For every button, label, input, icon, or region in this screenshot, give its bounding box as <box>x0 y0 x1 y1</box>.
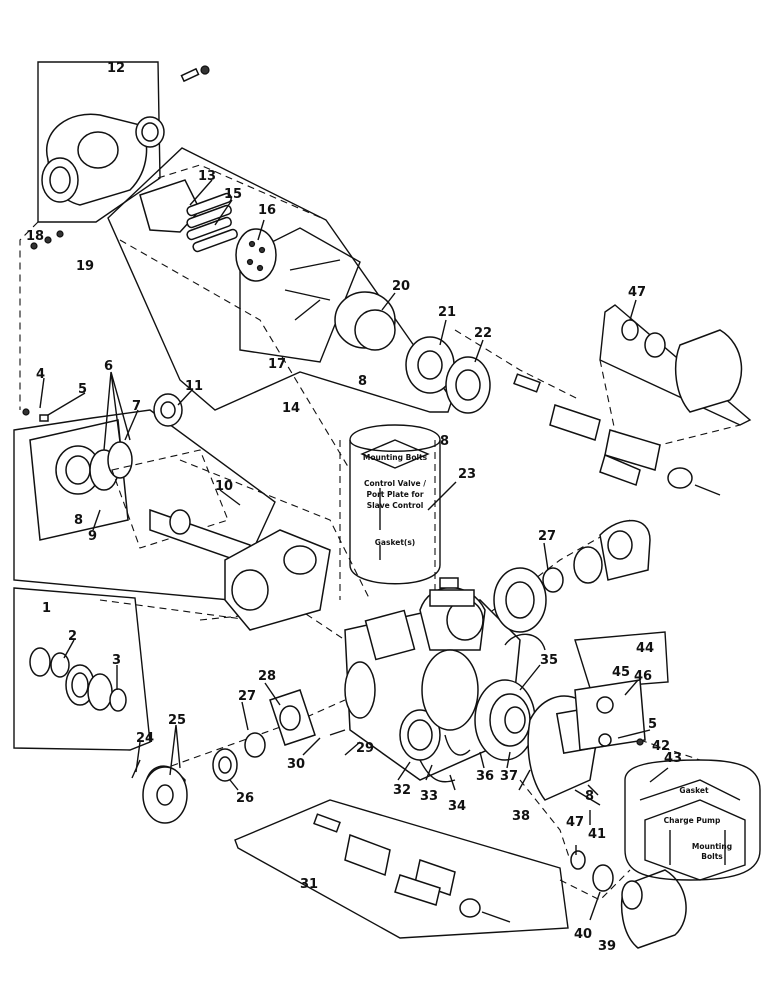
callout-4: 4 <box>36 367 45 382</box>
callout-44: 44 <box>636 641 654 656</box>
callout-41: 41 <box>588 827 606 842</box>
lower-relief-valve <box>313 813 511 923</box>
callout-43: 43 <box>664 751 682 766</box>
callout-22: 22 <box>474 326 492 341</box>
callout-8-upper: 8 <box>358 374 367 389</box>
callout-cylinder: Mounting Bolts Control Valve / Port Plat… <box>349 424 441 585</box>
callout-16: 16 <box>258 203 276 218</box>
cylinder-caption-gaskets: Gasket(s) <box>375 538 415 547</box>
callout-13: 13 <box>198 169 216 184</box>
lower-cap <box>570 850 687 949</box>
callout-10: 10 <box>215 479 233 494</box>
main-housing <box>344 577 546 781</box>
callout-36: 36 <box>476 769 494 784</box>
callout-21: 21 <box>438 305 456 320</box>
callout-3: 3 <box>112 653 121 668</box>
callout-35: 35 <box>540 653 558 668</box>
end-cover-group <box>22 393 331 631</box>
callout-47-lower: 47 <box>566 815 584 830</box>
callout-30: 30 <box>287 757 305 772</box>
rotating-group <box>139 179 491 414</box>
callout-25: 25 <box>168 713 186 728</box>
callout-23: 23 <box>458 467 476 482</box>
callout-26: 26 <box>236 791 254 806</box>
callout-6: 6 <box>104 359 113 374</box>
callout-39: 39 <box>598 939 616 954</box>
cylinder-caption-slave-control: Slave Control <box>367 501 424 510</box>
callout-8-left: 8 <box>74 513 83 528</box>
cylinder-caption-control-valve: Control Valve / <box>364 479 426 488</box>
callout-28: 28 <box>258 669 276 684</box>
callout-47-upper: 47 <box>628 285 646 300</box>
upper-relief-valve <box>513 319 743 496</box>
cylinder-caption-mounting-bolts: Mounting Bolts <box>363 453 428 462</box>
callout-19: 19 <box>76 259 94 274</box>
callout-33: 33 <box>420 789 438 804</box>
callout-34: 34 <box>448 799 466 814</box>
callout-9: 9 <box>88 529 97 544</box>
callout-31: 31 <box>300 877 318 892</box>
callout-38: 38 <box>512 809 530 824</box>
input-flange-group <box>131 689 346 824</box>
callout-17: 17 <box>268 357 286 372</box>
callout-2: 2 <box>68 629 77 644</box>
box-caption-mounting: Mounting <box>692 842 732 851</box>
pump-end-housing <box>30 65 210 250</box>
callout-8-right: 8 <box>585 789 594 804</box>
callout-45: 45 <box>612 665 630 680</box>
callout-12: 12 <box>107 61 125 76</box>
callout-18: 18 <box>26 229 44 244</box>
callout-11: 11 <box>185 379 203 394</box>
box-caption-charge-pump: Charge Pump <box>664 816 721 825</box>
callout-14: 14 <box>282 401 300 416</box>
callout-27-left: 27 <box>238 689 256 704</box>
callout-15: 15 <box>224 187 242 202</box>
callout-42: 42 <box>652 739 670 754</box>
box-caption-bolts: Bolts <box>701 852 723 861</box>
callout-numbers: 12 13 15 16 17 18 19 20 21 22 47 4 5 6 7… <box>26 61 682 954</box>
callout-24: 24 <box>136 731 154 746</box>
callout-8-mid: 8 <box>440 434 449 449</box>
callout-7: 7 <box>132 399 141 414</box>
leader-lines <box>39 179 669 921</box>
callout-32: 32 <box>393 783 411 798</box>
callout-46: 46 <box>634 669 652 684</box>
shaft-seal-group <box>29 647 127 712</box>
charge-side-group <box>419 519 651 806</box>
cylinder-caption-port-plate: Port Plate for <box>366 490 423 499</box>
callout-27-right: 27 <box>538 529 556 544</box>
box-caption-gasket: Gasket <box>679 786 709 795</box>
callout-37: 37 <box>500 769 518 784</box>
callout-5-right: 5 <box>648 717 657 732</box>
callout-5-left: 5 <box>78 382 87 397</box>
callout-40: 40 <box>574 927 592 942</box>
callout-box: Gasket Charge Pump Mounting Bolts <box>624 759 761 881</box>
callout-29: 29 <box>356 741 374 756</box>
callout-20: 20 <box>392 279 410 294</box>
callout-1: 1 <box>42 601 51 616</box>
